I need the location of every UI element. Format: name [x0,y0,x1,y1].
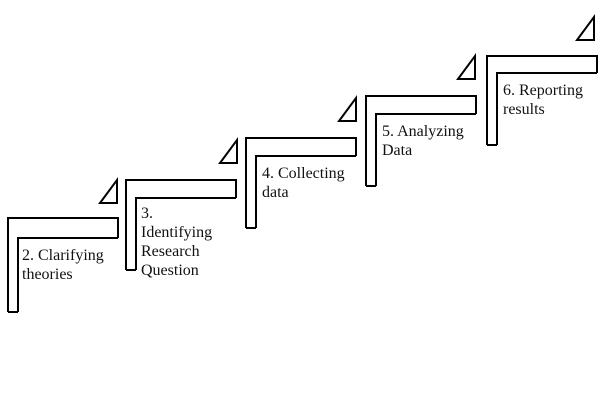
step-label-4-line-1: 5. Analyzing [382,123,464,140]
triangle-marker-3 [337,94,357,122]
triangle-marker-1 [98,176,118,204]
step-label-5-line-2: results [503,101,545,118]
step-label-2-line-1: 3. [141,205,153,222]
stair-step-2 [125,136,238,271]
stair-step-4 [365,52,477,187]
triangle-marker-2 [218,136,238,164]
stair-step-5 [486,13,598,146]
step-label-1-line-1: 2. Clarifying [22,247,104,264]
stair-step-3 [245,94,357,229]
step-label-2-line-4: Question [141,262,199,279]
step-label-1: 2. Clarifying theories [22,246,104,284]
step-label-2-line-3: Research [141,243,200,260]
step-label-4: 5. Analyzing Data [382,122,464,160]
step-label-5: 6. Reporting results [503,81,583,119]
step-label-3-line-1: 4. Collecting [262,165,345,182]
step-label-1-line-2: theories [22,266,73,283]
triangle-marker-4 [456,52,476,80]
step-label-5-line-1: 6. Reporting [503,82,583,99]
step-label-2-line-2: Identifying [141,224,213,241]
step-label-3: 4. Collecting data [262,164,345,202]
step-label-3-line-2: data [262,184,289,201]
stair-step-1 [7,176,119,313]
triangle-marker-5 [575,13,595,41]
step-label-4-line-2: Data [382,142,413,159]
step-label-2: 3. Identifying Research Question [141,204,212,280]
